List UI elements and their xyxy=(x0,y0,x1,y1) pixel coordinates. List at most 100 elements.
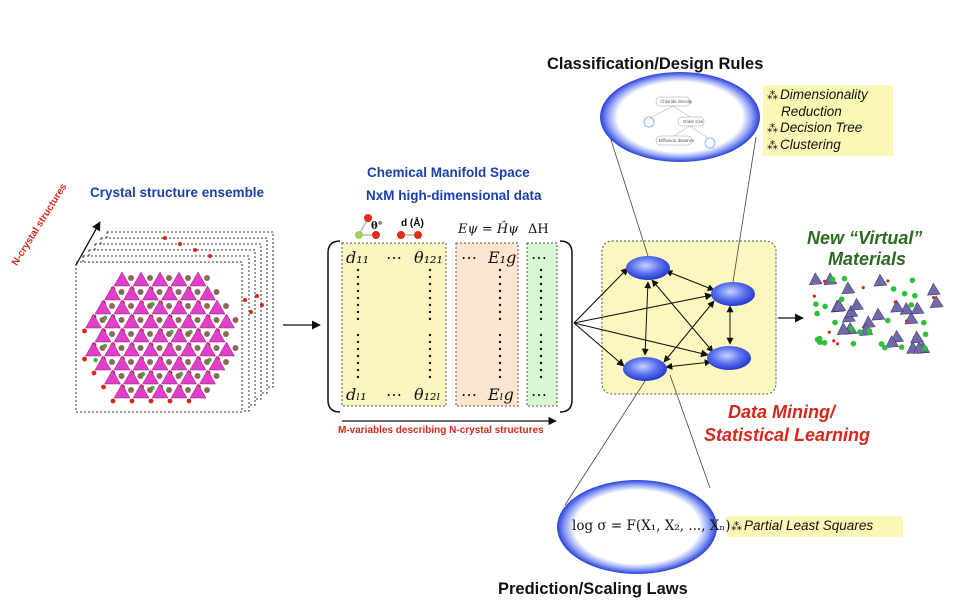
material-atom xyxy=(813,301,819,308)
crystal-atom xyxy=(208,254,212,258)
material-atom xyxy=(835,342,840,346)
crystal-atom xyxy=(109,331,115,337)
matrix-bottom-hdots-e: ⋯ xyxy=(461,385,477,404)
crystal-atom xyxy=(128,387,134,393)
matrix-dot xyxy=(498,275,502,279)
material-polyhedron xyxy=(929,295,944,309)
crystal-atom xyxy=(99,317,106,323)
method-label: Decision Tree xyxy=(780,120,863,135)
matrix-dot xyxy=(428,289,432,293)
material-atom xyxy=(822,303,828,310)
crystal-polyhedron xyxy=(151,355,169,371)
matrix-dot xyxy=(356,354,360,358)
matrix-dot xyxy=(498,375,502,379)
delta-h-label: ΔH xyxy=(528,222,549,237)
matrix-dot xyxy=(356,375,360,379)
prediction-title: Prediction/Scaling Laws xyxy=(498,580,688,598)
method-item: ⁂Dimensionality xyxy=(767,87,889,104)
callout-line xyxy=(732,136,757,283)
material-polyhedron xyxy=(885,335,900,348)
material-polyhedron xyxy=(926,282,941,296)
material-polyhedron xyxy=(844,304,859,318)
matrix-dot xyxy=(428,333,432,337)
crystal-atom xyxy=(93,357,98,363)
crystal-atom xyxy=(260,303,264,307)
material-polyhedron xyxy=(808,272,823,286)
matrix-dot xyxy=(498,268,502,272)
crystal-polyhedron xyxy=(132,355,150,371)
network-node xyxy=(623,357,667,381)
matrix-dot xyxy=(498,347,502,351)
crystal-atom xyxy=(109,359,115,365)
matrix-dot xyxy=(539,368,543,372)
crystal-polyhedron xyxy=(85,341,102,357)
crystal-polyhedron xyxy=(180,369,197,385)
manifold-title-line1: Chemical Manifold Space xyxy=(367,165,530,180)
matrix-dot xyxy=(356,275,360,279)
tree-root-label: Chloride density xyxy=(660,99,693,104)
crystal-polyhedron xyxy=(180,285,197,301)
d-columns xyxy=(341,242,447,407)
material-atom xyxy=(886,279,890,283)
method-item: ⁂Decision Tree xyxy=(767,120,889,137)
material-atom xyxy=(893,300,897,304)
crystal-polyhedron xyxy=(189,383,207,399)
crystal-atom xyxy=(118,289,125,295)
crystal-polyhedron xyxy=(123,369,140,385)
crystal-atom xyxy=(147,387,153,393)
material-polyhedron xyxy=(871,307,886,321)
matrix-dot xyxy=(498,289,502,293)
material-atom xyxy=(856,329,863,335)
material-atom xyxy=(823,279,827,283)
crystal-polyhedron xyxy=(151,299,169,315)
matrix-dot xyxy=(356,296,360,300)
matrix-dot xyxy=(428,296,432,300)
crystal-atom xyxy=(101,384,106,390)
crystal-atom xyxy=(156,289,163,295)
crystal-polyhedron xyxy=(104,313,121,329)
tree-leaf-label: Diffusion distance xyxy=(659,138,695,143)
crystal-atom xyxy=(137,317,144,323)
crystal-polyhedron xyxy=(161,341,178,357)
crystal-atom xyxy=(118,317,125,323)
material-atom xyxy=(814,310,820,317)
crystal-polyhedron xyxy=(151,383,169,399)
crystal-atom xyxy=(204,303,210,309)
crystal-polyhedron xyxy=(189,327,207,343)
crystal-polyhedron xyxy=(189,271,207,287)
matrix-dot xyxy=(539,347,543,351)
crystal-atom xyxy=(137,345,144,351)
matrix-dot xyxy=(539,282,543,286)
crystal-polyhedron xyxy=(132,271,150,287)
material-atom xyxy=(931,295,936,300)
material-atom xyxy=(908,302,915,308)
material-atom xyxy=(922,331,929,338)
crystal-atom xyxy=(193,248,197,252)
crystal-atom xyxy=(185,359,191,365)
crystal-atom xyxy=(204,331,210,337)
material-polyhedron xyxy=(832,298,847,312)
matrix-ellipsis-dots xyxy=(356,268,543,379)
crystal-atom xyxy=(167,398,173,404)
network-node xyxy=(626,256,670,280)
crystal-polyhedron xyxy=(132,383,150,399)
material-atom xyxy=(921,319,927,326)
decision-tree-thumbnail: Chloride density Grain size Diffusion di… xyxy=(643,96,716,149)
matrix-dot xyxy=(539,340,543,344)
material-atom xyxy=(816,339,823,345)
crystal-atom xyxy=(194,289,201,295)
crystal-atom xyxy=(223,359,229,365)
crystal-polyhedron xyxy=(170,271,188,287)
crystal-stack xyxy=(75,231,274,413)
matrix-top-e: E₁g xyxy=(488,248,517,267)
crystal-atom xyxy=(213,317,220,323)
matrix-dot xyxy=(356,310,360,314)
matrix-dot xyxy=(356,289,360,293)
matrix-bottom-d: dₗ₁ xyxy=(346,385,367,404)
matrix-dot xyxy=(539,296,543,300)
material-atom xyxy=(821,339,828,346)
matrix-dot xyxy=(428,347,432,351)
data-mining-line1: Data Mining/ xyxy=(728,402,835,422)
crystal-polyhedron xyxy=(199,313,216,329)
crystal-polyhedron xyxy=(132,327,150,343)
